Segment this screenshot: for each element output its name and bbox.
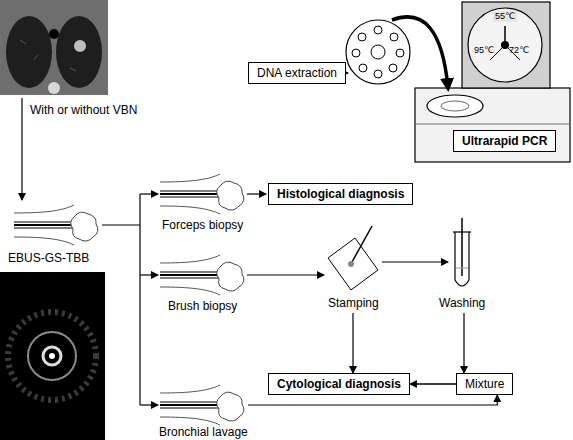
rotor-disc-part <box>396 49 404 57</box>
rotor-disc-part <box>390 33 398 41</box>
ultrasound-image <box>0 272 105 440</box>
ultrasound-image-part <box>0 272 105 440</box>
glass-slide-part <box>352 226 372 262</box>
rotor-disc-part <box>359 64 367 72</box>
split-lines-part <box>140 404 158 405</box>
ultrasound-image-part <box>28 332 76 380</box>
flow-arrow <box>382 261 448 262</box>
ebus-scope <box>14 205 98 245</box>
flow-arrow <box>352 313 353 373</box>
split-lines-part <box>139 194 140 405</box>
pcr-machine-part <box>427 95 483 117</box>
brush-scope <box>160 255 244 295</box>
process-box: DNA extraction <box>248 62 346 84</box>
method-label: EBUS-GS-TBB <box>8 251 89 265</box>
ct-image-part <box>74 40 86 52</box>
step-label: Stamping <box>328 296 379 310</box>
forceps-scope <box>160 174 244 214</box>
lavage-scope <box>160 385 244 425</box>
test-tube <box>453 218 471 286</box>
ct-image <box>0 0 108 95</box>
rotor-disc-part <box>371 45 385 59</box>
rotor-disc-part <box>346 20 410 84</box>
ct-image-part <box>48 82 60 94</box>
pcr-machine <box>415 2 570 162</box>
glass-slide-part <box>328 238 378 290</box>
ultrasound-image-part <box>43 347 61 365</box>
method-label: Bronchial lavage <box>159 425 248 439</box>
ct-image-part <box>20 40 76 71</box>
flow-arrow <box>346 72 348 73</box>
box-text: Cytological diagnosis <box>277 377 401 391</box>
rotor-disc-part <box>374 26 382 34</box>
method-label: Brush biopsy <box>168 299 237 313</box>
rotor-disc-part <box>374 70 382 78</box>
step-label: With or without VBN <box>30 103 137 117</box>
ultrasound-image-part <box>49 353 55 359</box>
box-text: Histological diagnosis <box>277 187 404 201</box>
split-lines-part <box>102 224 140 225</box>
split-lines <box>102 194 158 405</box>
ultrasound-image-part <box>8 312 96 400</box>
pcr-machine-part <box>415 88 570 162</box>
glass-slide-part <box>348 261 354 267</box>
pcr-machine-part <box>504 26 506 45</box>
temperature-label: 95℃ <box>474 45 494 56</box>
method-label: Forceps biopsy <box>162 218 243 232</box>
ct-image-part <box>56 16 102 88</box>
box-text: DNA extraction <box>257 66 337 80</box>
glass-slide <box>328 226 378 290</box>
flow-arrow <box>21 98 22 200</box>
rotor-disc-part <box>389 64 397 72</box>
temperature-label: 72℃ <box>509 45 529 56</box>
temperature-label: 55℃ <box>493 11 517 22</box>
step-label: Washing <box>439 296 485 310</box>
result-box: Histological diagnosis <box>268 183 413 205</box>
process-box: Mixture <box>456 373 513 395</box>
split-lines-part <box>140 193 158 194</box>
pcr-machine-part <box>462 2 550 88</box>
ct-image-part <box>6 16 52 88</box>
box-text: Ultrarapid PCR <box>462 134 547 148</box>
rotor-disc <box>346 20 410 84</box>
box-text: Mixture <box>465 377 504 391</box>
flow-arrow <box>463 313 464 373</box>
pcr-machine-part <box>468 8 542 82</box>
pcr-machine-part <box>441 101 469 111</box>
result-box: Cytological diagnosis <box>268 373 410 395</box>
split-lines-part <box>140 274 158 275</box>
transfer-arrow <box>392 17 448 88</box>
flow-arrow <box>248 395 497 405</box>
ct-image-part <box>0 0 108 95</box>
test-tube-part <box>461 218 463 276</box>
test-tube-part <box>456 268 468 269</box>
ct-image-part <box>49 29 59 39</box>
process-box: Ultrarapid PCR <box>453 130 556 152</box>
rotor-disc-part <box>358 33 366 41</box>
flow-arrow <box>247 274 324 275</box>
rotor-disc-part <box>352 49 360 57</box>
flow-arrow <box>247 193 266 194</box>
pcr-machine-part <box>415 124 570 125</box>
